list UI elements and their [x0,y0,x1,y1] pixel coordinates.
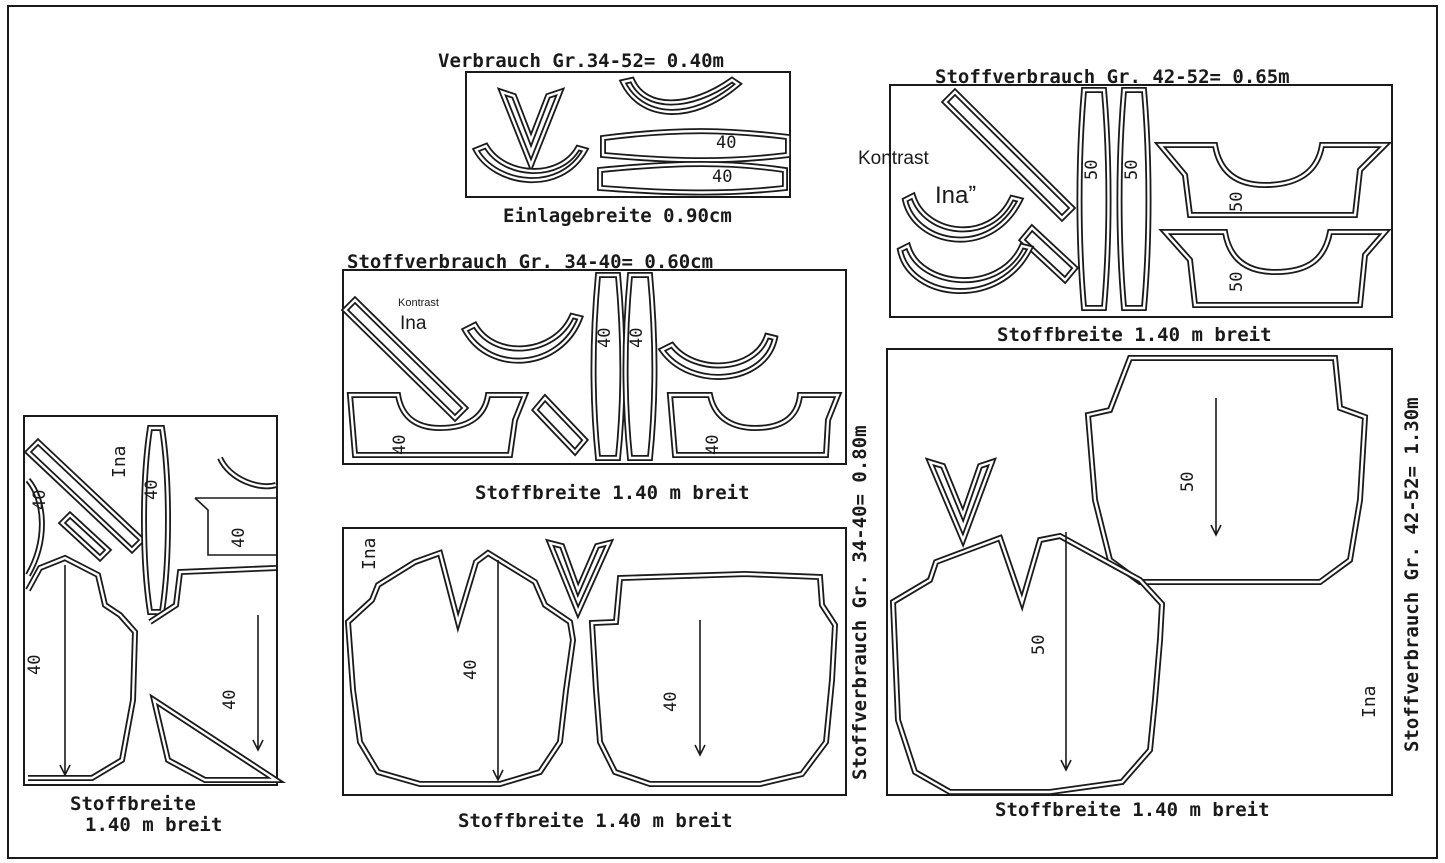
pattern-name: Inaˮ [935,182,976,209]
piece-size-label: 50 [1227,192,1247,212]
layout-title: Stoffverbrauch Gr. 42-52= 0.65m [935,66,1290,88]
piece-size-label: 40 [703,435,723,455]
piece-size-label: 40 [30,490,50,510]
piece-size-label: 40 [25,655,45,675]
piece-size-label: 40 [142,480,162,500]
piece-size-label: 50 [1227,272,1247,292]
layout-box [342,527,847,796]
layout-34-40-main: Ina 40 40 Stoffbreite 1.40 m breit Stoff… [342,425,871,832]
outer-border [7,5,1438,859]
strip-piece [597,128,791,196]
pattern-name: Ina [109,445,130,478]
piece-size-label: 40 [390,435,410,455]
fabric-width-label: Stoffbreite 1.40 m breit [458,810,733,832]
neck-v-piece [496,87,566,174]
piece-size-label: 40 [595,328,615,348]
fabric-width-label: Stoffbreite 1.40 m breit [995,799,1270,821]
layout-box [889,84,1393,318]
layout-42-52-small: Stoffverbrauch Gr. 42-52= 0.65m Kontrast… [858,66,1393,346]
piece-size-label: 40 [712,167,732,187]
facing-curve-piece [471,76,743,184]
interfacing-width: Einlagebreite 0.90cm [503,205,732,227]
fabric-width-label: Stoffbreite 1.40 m breit [997,324,1272,346]
fabric-width-label: 1.40 m breit [85,814,222,836]
interfacing-layout: Verbrauch Gr.34-52= 0.40m 40 40 Einlageb… [438,50,791,227]
pattern-name: Ina [359,537,380,570]
pattern-name: Ina [400,313,427,334]
interfacing-title: Verbrauch Gr.34-52= 0.40m [438,50,724,72]
layout-left: Ina 40 40 40 40 40 Stoffbreite 1.40 m br… [23,415,287,836]
layout-34-40-small: Stoffverbrauch Gr. 34-40= 0.60cm Kontras… [340,251,847,504]
fabric-consumption-label: Stoffverbrauch Gr. 42-52= 1.30m [1401,397,1423,752]
layout-box [886,348,1393,796]
back-bodice-piece [592,574,835,784]
layout-box [23,415,278,786]
front-bodice-piece [889,532,1166,795]
piece-size-label: 40 [716,133,736,153]
piece-size-label: 40 [229,528,249,548]
fabric-width-label: Stoffbreite [70,793,196,815]
pattern-name: Ina [1359,685,1380,718]
piece-size-label: 50 [1178,472,1198,492]
layout-title: Stoffverbrauch Gr. 34-40= 0.60cm [347,251,713,273]
piece-size-label: 40 [661,692,681,712]
fabric-consumption-label: Stoffverbrauch Gr. 34-40= 0.80m [849,425,871,780]
piece-size-label: 50 [1082,160,1102,180]
contrast-label: Kontrast [858,148,929,169]
back-bodice-piece [1084,355,1369,585]
contrast-label: Kontrast [398,297,439,309]
piece-size-label: 40 [627,328,647,348]
piece-size-label: 50 [1122,160,1142,180]
layout-box [342,269,847,465]
piece-size-label: 40 [220,690,240,710]
layout-42-52-main: 50 50 Ina Stoffbreite 1.40 m breit Stoff… [886,348,1423,821]
fabric-width-label: Stoffbreite 1.40 m breit [475,482,750,504]
piece-size-label: 40 [461,660,481,680]
piece-size-label: 50 [1029,635,1049,655]
